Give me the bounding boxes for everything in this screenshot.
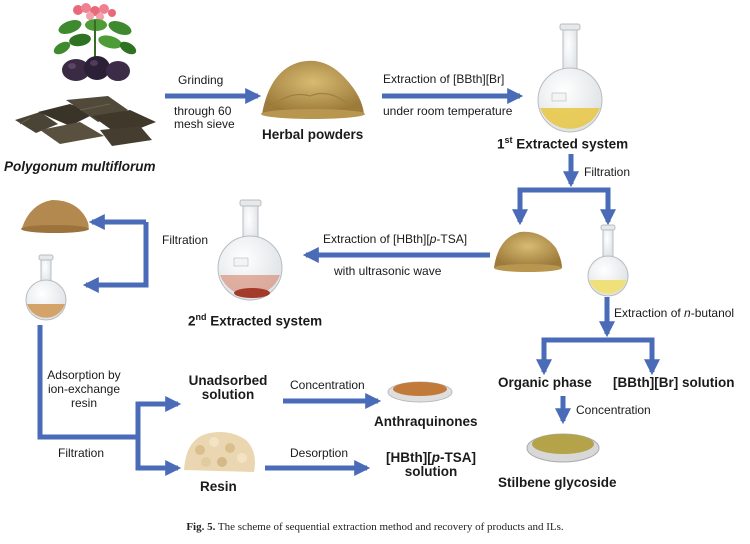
figure-caption: Fig. 5. The scheme of sequential extract…: [186, 521, 564, 533]
concentration-label-1: Concentration: [290, 378, 365, 392]
flask-second-extracted-icon: [217, 199, 283, 301]
plant-label: Polygonum multiflorum: [4, 159, 156, 174]
extraction-hbth-label: Extraction of [HBth][p-TSA]: [323, 232, 468, 246]
flask-first-extracted-icon: [537, 23, 603, 133]
flask-filtrate-icon: [587, 224, 629, 297]
unadsorbed-label: Unadsorbed solution: [188, 373, 268, 402]
arrows: [37, 87, 661, 477]
anthraquinones-dish-icon: [387, 381, 453, 403]
extraction-bbth-label: Extraction of [BBth][Br]: [383, 72, 505, 86]
leaf-cluster-icon: [53, 19, 137, 60]
desorption-label: Desorption: [290, 446, 349, 460]
grinding-label: Grinding: [178, 73, 224, 87]
tuber-roots-icon: [62, 56, 130, 81]
ultrasonic-label: with ultrasonic wave: [334, 264, 442, 278]
filtration-label-1: Filtration: [584, 165, 631, 179]
stilbene-label: Stilbene glycoside: [498, 475, 617, 490]
filtration-label-3: Filtration: [58, 446, 105, 460]
arrow-phase-split: [535, 337, 661, 376]
sieve-label-2: mesh sieve: [174, 117, 235, 131]
arrow-to-unadsorbed: [135, 395, 182, 437]
second-extracted-label: 2nd Extracted system: [188, 312, 323, 329]
adsorption-label: Adsorption by ion-exchange resin: [47, 368, 121, 410]
arrow-resin-path: [37, 325, 138, 440]
organic-phase-label: Organic phase: [498, 375, 592, 390]
residue-powder-right-icon: [494, 231, 562, 272]
resin-pile-icon: [184, 432, 255, 472]
anthraquinones-label: Anthraquinones: [374, 414, 478, 429]
hbth-solution-label: [HBth][p-TSA] solution: [386, 450, 476, 479]
resin-label: Resin: [200, 479, 237, 494]
sieve-label-1: through 60: [174, 104, 232, 118]
stilbene-dish-icon: [526, 433, 600, 463]
concentration-label-2: Concentration: [576, 403, 651, 417]
dried-slices-icon: [15, 96, 156, 146]
room-temp-label: under room temperature: [383, 104, 513, 118]
first-extracted-label: 1st Extracted system: [497, 135, 629, 152]
butanol-label: Extraction of n-butanol: [614, 306, 735, 320]
flower-cluster-icon: [73, 3, 116, 21]
arrow-split: [511, 187, 617, 226]
plant-illustration: [15, 3, 156, 146]
filtration-label-2: Filtration: [162, 233, 209, 247]
residue-powder-left-icon: [21, 200, 89, 233]
arrow-to-resin: [135, 437, 182, 477]
herbal-powder-pile-icon: [261, 60, 365, 119]
herbal-powders-label: Herbal powders: [262, 127, 364, 142]
bbth-solution-label: [BBth][Br] solution: [613, 375, 735, 390]
flask-left-icon: [25, 254, 67, 321]
arrow-filtration-2: [82, 222, 149, 294]
